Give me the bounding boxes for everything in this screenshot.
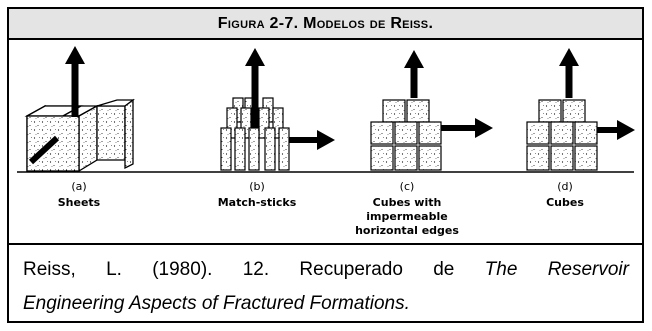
panel-c-name-line3: horizontal edges: [355, 224, 459, 237]
caption-line-1: Reiss, L. (1980). 12. Recuperado de The …: [23, 253, 629, 287]
panel-c-name-line1: Cubes with: [373, 196, 442, 209]
panel-d-tag: (d): [557, 180, 573, 193]
caption-line-2: Engineering Aspects of Fractured Formati…: [23, 287, 629, 321]
panel-c-name-line2: impermeable: [366, 210, 447, 223]
cubes-model: [526, 48, 635, 171]
panel-b-name: Match-sticks: [218, 196, 297, 209]
cubes-impermeable-model: [370, 50, 493, 171]
figure-caption: Reiss, L. (1980). 12. Recuperado de The …: [23, 253, 629, 321]
figure-title: Figura 2-7. Modelos de Reiss.: [9, 9, 642, 40]
caption-citation: Reiss, L. (1980). 12. Recuperado de: [23, 259, 455, 280]
match-sticks-model: [220, 48, 335, 171]
figure-frame: Figura 2-7. Modelos de Reiss.: [7, 7, 644, 323]
caption-source-title-part2: Engineering Aspects of Fractured Formati…: [23, 293, 410, 314]
caption-source-title-part1: The Reservoir: [484, 259, 629, 280]
reiss-models-illustration: (a) Sheets (b) Match-sticks (c) Cubes wi…: [9, 40, 642, 245]
panel-a-tag: (a): [71, 180, 86, 193]
sheets-model: [24, 46, 135, 173]
panel-b-tag: (b): [249, 180, 265, 193]
panel-a-name: Sheets: [58, 196, 101, 209]
panel-d-name: Cubes: [546, 196, 584, 209]
panel-c-tag: (c): [400, 180, 415, 193]
